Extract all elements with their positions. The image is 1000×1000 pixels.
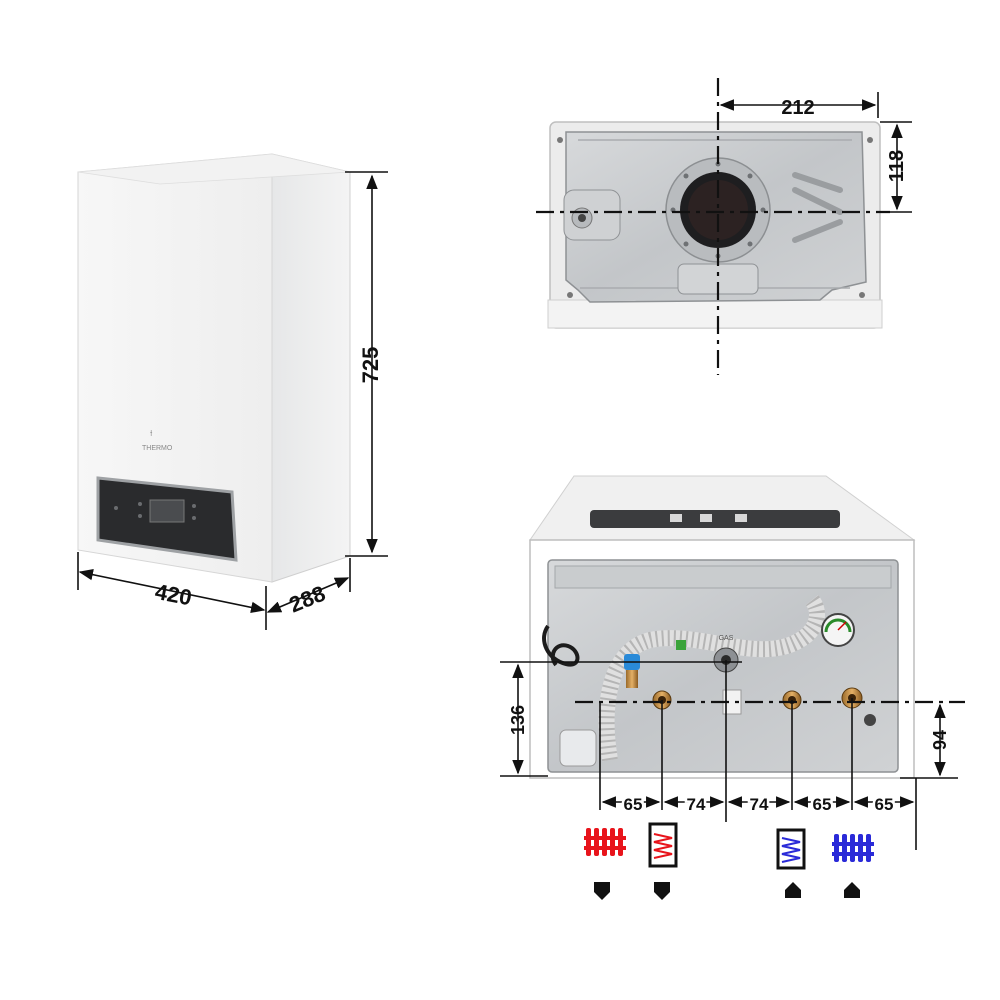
coil-hot-icon bbox=[648, 822, 678, 868]
gas-height-dimension-label: 136 bbox=[508, 705, 528, 735]
display-screen bbox=[149, 499, 185, 523]
spacing-label-1: 65 bbox=[624, 795, 643, 814]
cold-water-in-arrow-icon bbox=[785, 882, 801, 898]
hot-water-out-arrow-icon bbox=[654, 882, 670, 900]
spacing-label-4: 65 bbox=[813, 795, 832, 814]
spacing-label-3: 74 bbox=[750, 795, 769, 814]
boiler-front-view: ⟊ THERMO 725 420 288 bbox=[77, 153, 388, 630]
control-buttons bbox=[114, 502, 196, 520]
spacing-label-5: 65 bbox=[875, 795, 894, 814]
top-right-ribs bbox=[792, 172, 843, 243]
depth-dimension-line bbox=[266, 577, 350, 613]
siphon bbox=[559, 729, 597, 767]
boiler-bottom-view: GAS 136 94 bbox=[500, 475, 965, 900]
flue-offset-dimension-label: 212 bbox=[781, 97, 814, 119]
flue-depth-dimension-label: 118 bbox=[886, 150, 908, 182]
boiler-side-panel bbox=[271, 153, 351, 583]
height-dimension-label: 725 bbox=[358, 347, 383, 384]
coil-cold-icon bbox=[776, 828, 806, 870]
brand-logo-text: THERMO bbox=[142, 445, 173, 452]
depth-dimension-label: 288 bbox=[285, 581, 328, 618]
brand-logo-mark: ⟊ bbox=[150, 428, 153, 438]
width-dimension-label: 420 bbox=[153, 579, 194, 611]
radiator-hot-icon bbox=[584, 828, 626, 856]
spacing-dimensions: 65 74 74 65 65 bbox=[601, 793, 915, 817]
width-dimension-line bbox=[78, 568, 266, 614]
power-cable bbox=[542, 624, 580, 667]
gas-label: GAS bbox=[719, 635, 734, 642]
boiler-top-view: 212 118 bbox=[536, 78, 912, 375]
heating-flow-out-arrow-icon bbox=[594, 882, 610, 900]
radiator-cold-icon bbox=[832, 834, 874, 862]
heating-return-in-arrow-icon bbox=[844, 882, 860, 898]
spacing-label-2: 74 bbox=[687, 795, 706, 814]
water-height-dimension-label: 94 bbox=[930, 730, 950, 750]
